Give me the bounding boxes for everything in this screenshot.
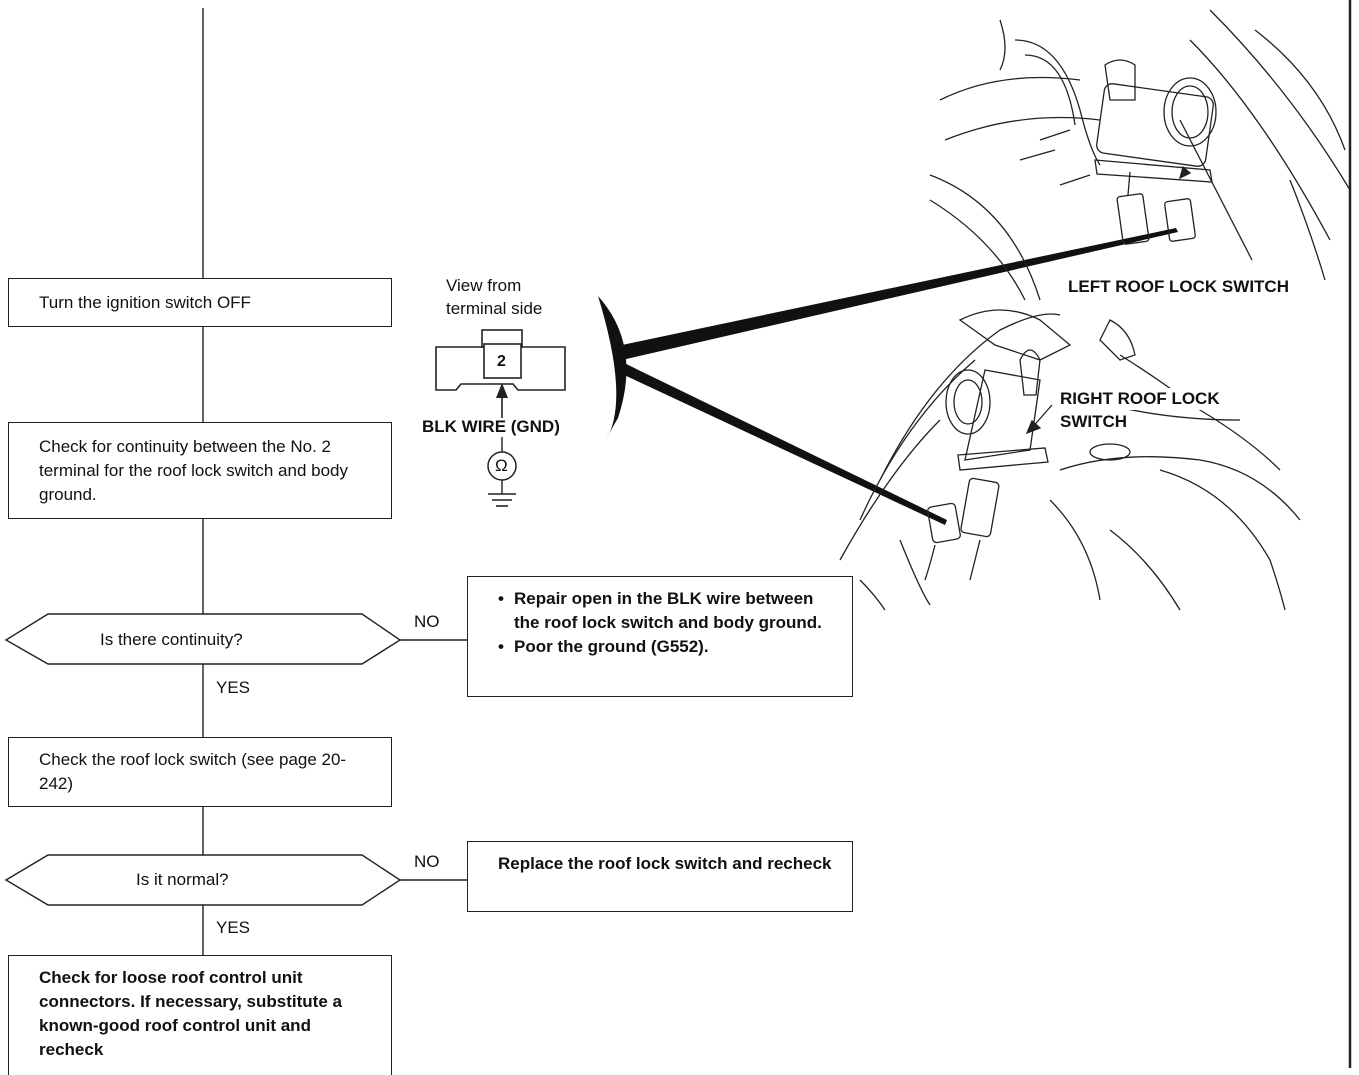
result-repair-item: Repair open in the BLK wire between the … [496,587,832,635]
left-switch-label: LEFT ROOF LOCK SWITCH [1068,276,1289,298]
step-final-text: Check for loose roof control unit connec… [39,968,342,1059]
meter-symbol: Ω [495,456,508,475]
callout-ray-right [622,362,947,525]
step-check-switch-text: Check the roof lock switch (see page 20-… [39,750,347,793]
decision-normal-text: Is it normal? [136,870,229,889]
result-repair-item: Poor the ground (G552). [496,635,832,659]
no-label-1: NO [414,612,440,631]
step-ignition-off: Turn the ignition switch OFF [8,278,392,327]
terminal-number: 2 [497,353,506,370]
no-label-2: NO [414,852,440,871]
callout-ray-left [622,228,1178,360]
yes-label-2: YES [216,918,251,937]
ground-icon [488,493,516,507]
view-label-line2: terminal side [446,299,543,318]
step-check-continuity-text: Check for continuity between the No. 2 t… [39,437,348,504]
step-check-continuity: Check for continuity between the No. 2 t… [8,422,392,519]
connector-face [435,329,566,391]
result-repair-list: Repair open in the BLK wire between the … [496,587,832,659]
result-replace-box: Replace the roof lock switch and recheck [467,841,853,912]
result-replace-text: Replace the roof lock switch and recheck [498,854,832,873]
step-ignition-off-text: Turn the ignition switch OFF [39,293,251,312]
wire-label: BLK WIRE (GND) [422,417,560,436]
step-final: Check for loose roof control unit connec… [8,955,392,1075]
result-repair-box: Repair open in the BLK wire between the … [467,576,853,697]
right-switch-label-line2: SWITCH [1060,411,1128,433]
roof-lock-illustration [839,9,1351,611]
callout-bracket [598,296,627,440]
step-check-switch: Check the roof lock switch (see page 20-… [8,737,392,807]
right-switch-label-line1: RIGHT ROOF LOCK [1060,388,1220,410]
decision-continuity-text: Is there continuity? [100,630,243,649]
yes-label-1: YES [216,678,251,697]
view-label-line1: View from [446,276,522,295]
